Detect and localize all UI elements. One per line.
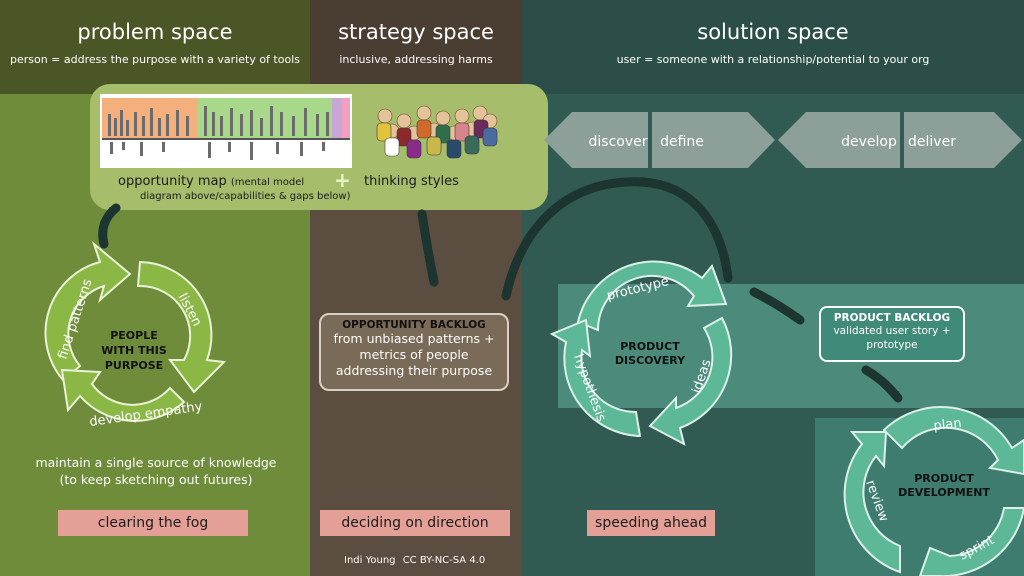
solution-space-title: solution space [697, 20, 849, 44]
double-diamond [544, 112, 1022, 168]
strategy-space-title: strategy space [338, 20, 494, 44]
discover-label: discover [589, 134, 648, 150]
license-text: CC BY-NC-SA 4.0 [402, 555, 486, 566]
speeding-ahead-label: speeding ahead [587, 510, 715, 536]
strategy-space-header: strategy space inclusive, addressing har… [310, 0, 522, 94]
plan-label: plan [933, 416, 962, 434]
define-label: define [660, 134, 704, 150]
strategy-space-subtitle: inclusive, addressing harms [339, 53, 493, 66]
thinking-styles-people-icon [376, 105, 498, 159]
plus-sign: + [334, 168, 351, 192]
people-center-line-1: PEOPLE [110, 329, 158, 342]
solution-space-header: solution space user = someone with a rel… [522, 0, 1024, 94]
opportunity-map-label-main: opportunity map [118, 174, 227, 189]
discovery-center-line-2: DISCOVERY [615, 354, 686, 367]
product-backlog-box: PRODUCT BACKLOG validated user story + p… [819, 306, 965, 362]
product-backlog-line-2: prototype [866, 339, 918, 351]
opportunity-backlog-box: OPPORTUNITY BACKLOG from unbiased patter… [319, 313, 509, 391]
development-center-line-1: PRODUCT [914, 472, 974, 485]
credit-line: Indi Young CC BY-NC-SA 4.0 [344, 555, 485, 566]
discovery-center-line-1: PRODUCT [620, 340, 680, 353]
opportunity-map-graphic [100, 94, 352, 168]
development-center-line-2: DEVELOPMENT [898, 486, 990, 499]
deciding-on-direction-label: deciding on direction [320, 510, 510, 536]
people-center-line-3: PURPOSE [105, 359, 163, 372]
discovery-cycle-arrows [549, 260, 733, 446]
opportunity-backlog-line-3: addressing their purpose [335, 363, 493, 378]
develop-label: develop [841, 134, 897, 150]
thinking-styles-label: thinking styles [364, 174, 459, 189]
opportunity-map-label-paren: (mental model [230, 177, 305, 188]
problem-space-title: problem space [77, 20, 233, 44]
opportunity-backlog-title: OPPORTUNITY BACKLOG [342, 319, 486, 331]
opportunity-backlog-line-1: from unbiased patterns + [333, 331, 495, 346]
knowledge-note-line-2: (to keep sketching out futures) [59, 472, 253, 487]
people-cycle-arrows [44, 240, 227, 422]
opportunity-map-caption: diagram above/capabilities & gaps below) [140, 191, 351, 202]
knowledge-note: maintain a single source of knowledge (t… [20, 454, 292, 488]
product-backlog-line-1: validated user story + [833, 325, 951, 337]
product-backlog-title: PRODUCT BACKLOG [833, 312, 951, 324]
problem-space-subtitle: person = address the purpose with a vari… [9, 53, 300, 66]
people-center-line-2: WITH THIS [101, 344, 167, 357]
author-name: Indi Young [344, 555, 396, 566]
flow-arrows [98, 177, 903, 403]
solution-space-subtitle: user = someone with a relationship/poten… [616, 53, 930, 66]
deliver-label: deliver [908, 134, 956, 150]
knowledge-note-line-1: maintain a single source of knowledge [35, 455, 277, 470]
opportunity-map-label: opportunity map (mental model [118, 174, 304, 189]
opportunity-map-thumbnail [100, 94, 352, 168]
clearing-the-fog-label: clearing the fog [58, 510, 248, 536]
problem-space-header: problem space person = address the purpo… [0, 0, 310, 94]
opportunity-backlog-line-2: metrics of people [359, 347, 469, 362]
development-cycle-arrows [843, 406, 1024, 576]
